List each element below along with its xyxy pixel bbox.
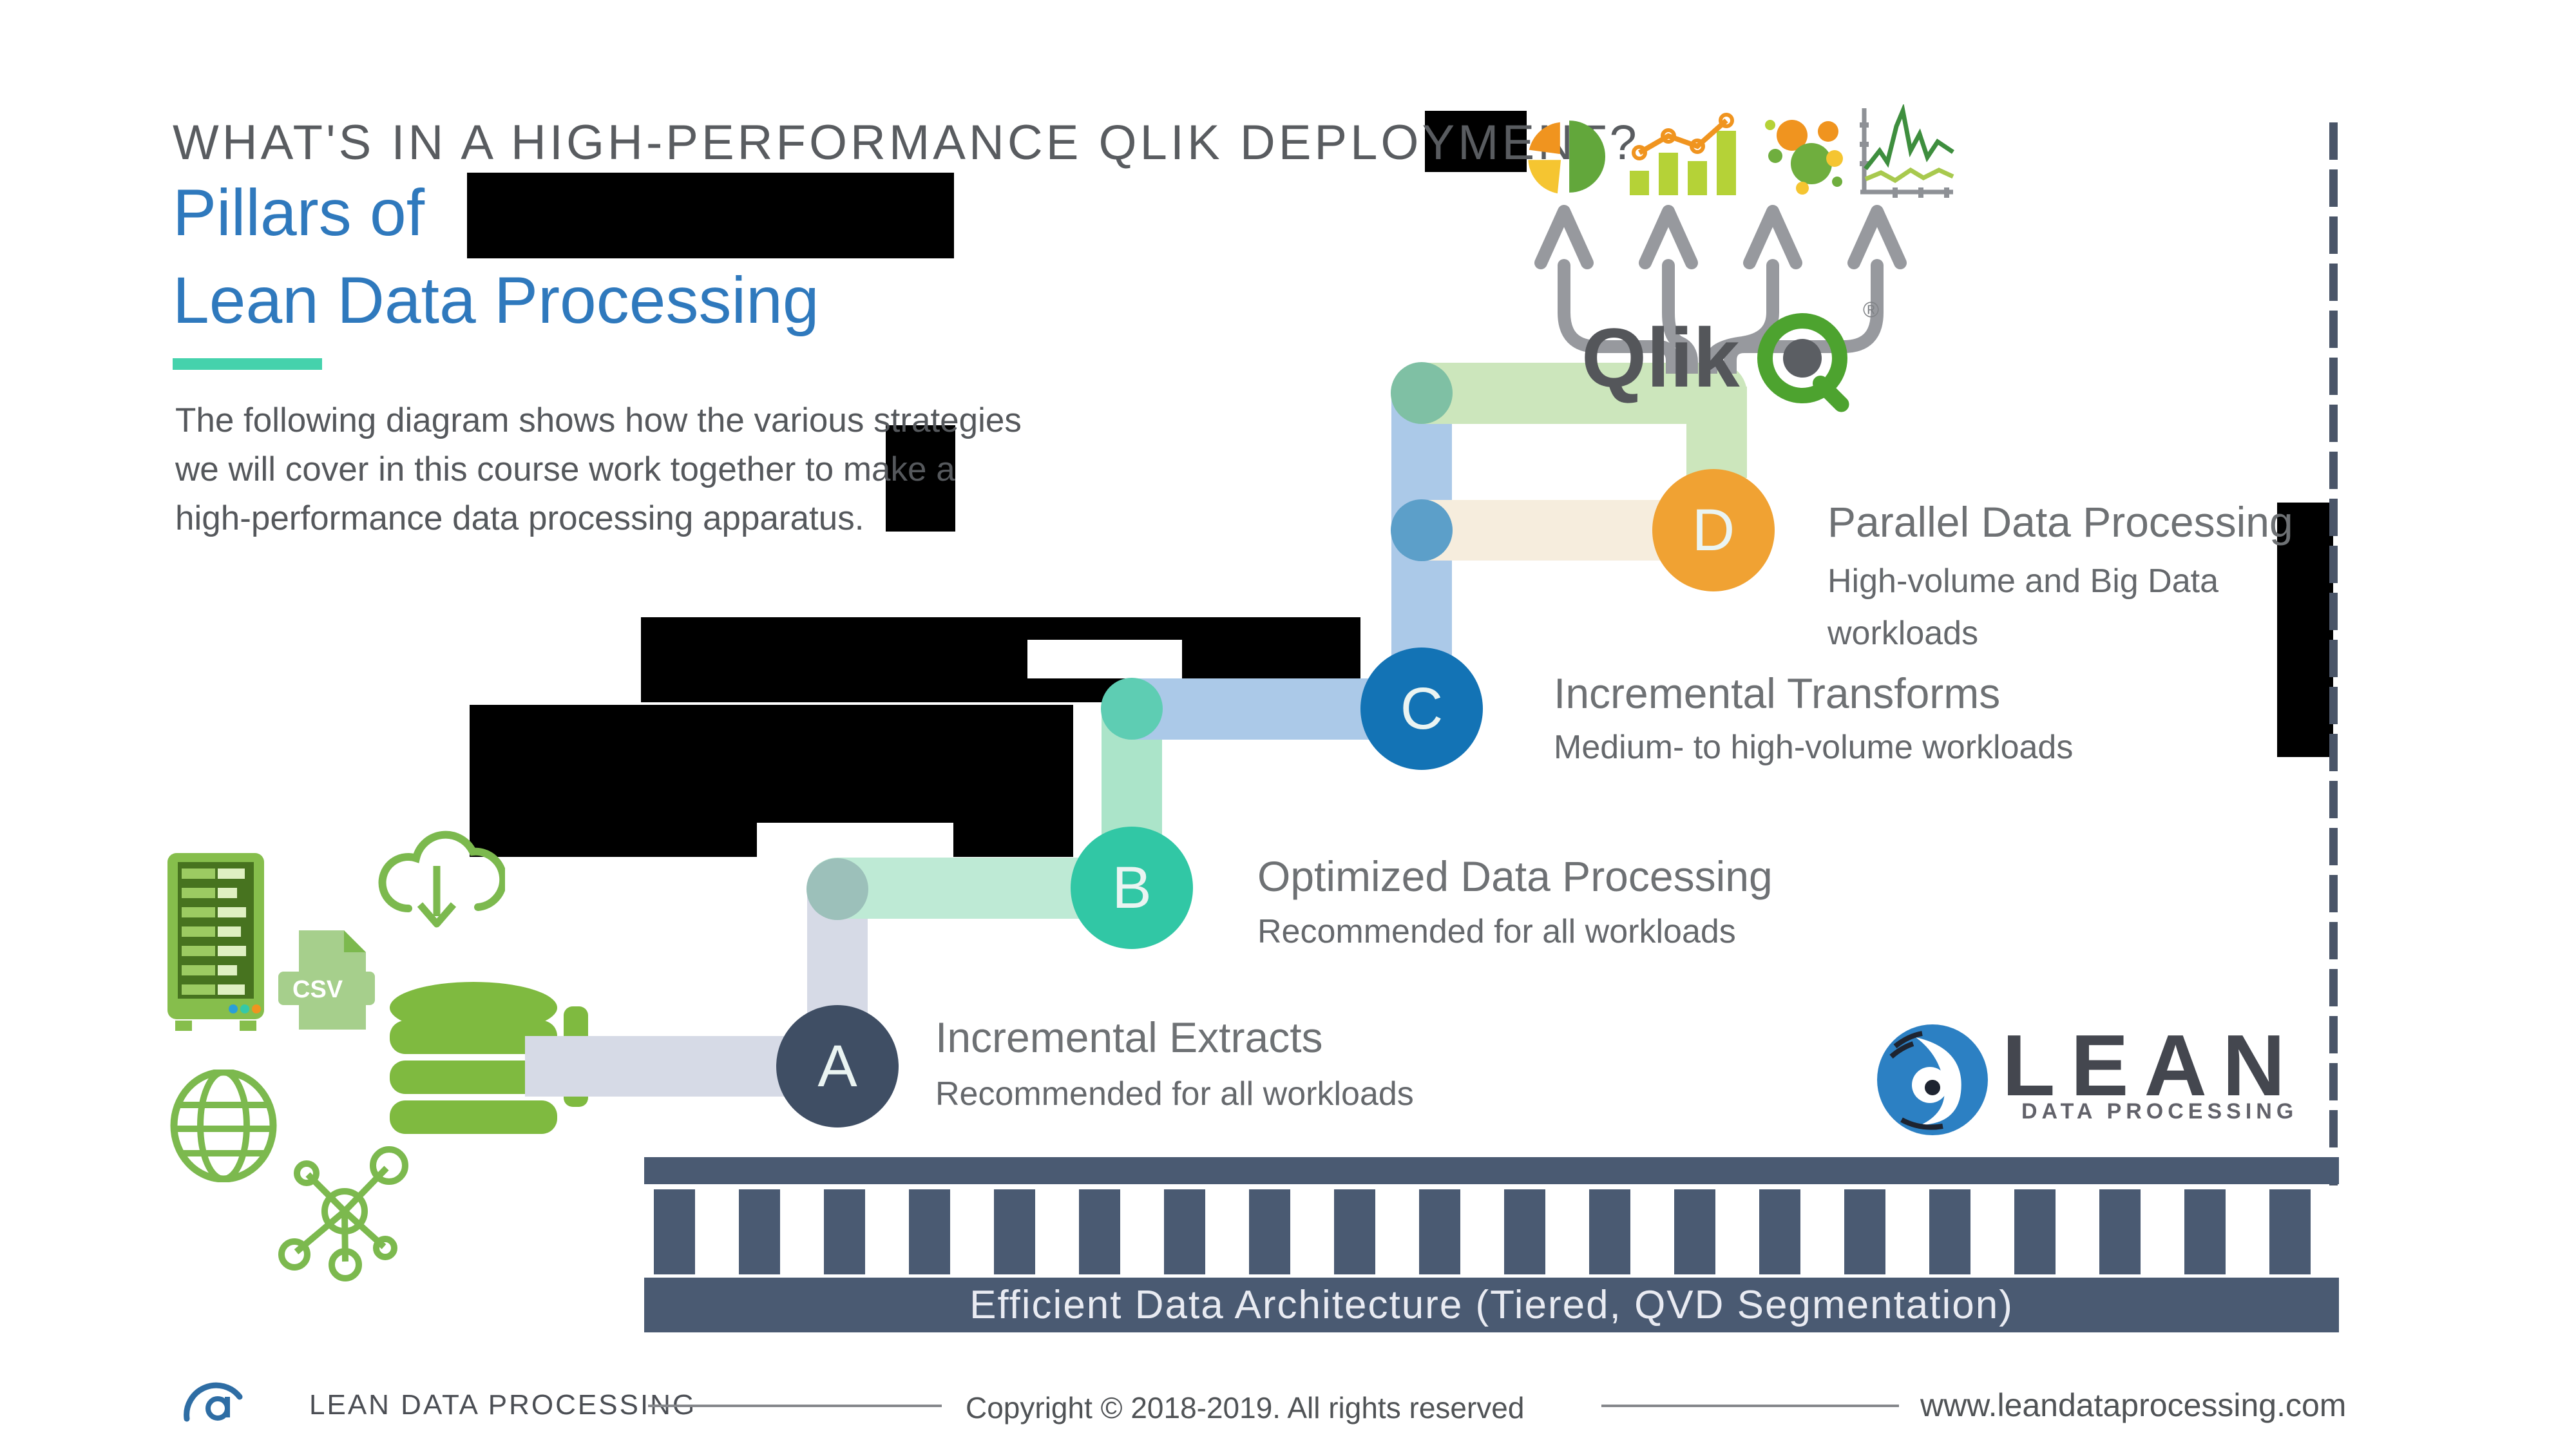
step-d-subtitle: High-volume and Big Data workloads (1827, 562, 2218, 652)
junction-dot-b (1101, 678, 1163, 740)
step-c-subtitle: Medium- to high-volume workloads (1554, 729, 2074, 766)
footer-brand-icon (184, 1382, 243, 1422)
junction-dot-a (806, 858, 868, 920)
globe-icon (170, 1070, 277, 1182)
line-chart-icon (1860, 104, 1954, 198)
footer-divider-right (1601, 1405, 1899, 1407)
node-c-letter: C (1400, 676, 1444, 742)
black-patch-paragraph-end (886, 425, 955, 532)
footer-brand: LEAN DATA PROCESSING (309, 1389, 697, 1421)
step-d-title: Parallel Data Processing (1827, 498, 2293, 546)
step-a-title: Incremental Extracts (935, 1013, 1323, 1061)
black-patch-beside-pillars (467, 173, 954, 258)
server-icon (167, 853, 264, 1031)
step-b-title: Optimized Data Processing (1257, 852, 1773, 900)
database-icon (390, 982, 588, 1134)
bar-chart-icon (1630, 113, 1736, 195)
node-a: A (776, 1005, 899, 1128)
pie-chart-icon (1528, 120, 1605, 194)
node-d: D (1652, 469, 1775, 591)
intro-paragraph-line3: high-performance data processing apparat… (175, 499, 864, 537)
cloud-download-icon (378, 830, 505, 928)
qlik-registered-mark: ® (1863, 298, 1880, 322)
csv-file-icon: CSV (278, 930, 375, 1030)
page-title-line1: Pillars of (173, 176, 425, 249)
page-kicker: WHAT'S IN A HIGH-PERFORMANCE QLIK DEPLOY… (173, 115, 1640, 170)
bubble-chart-icon (1765, 120, 1843, 195)
step-c-title: Incremental Transforms (1554, 669, 2001, 717)
pipe-green-vertical (1686, 387, 1747, 478)
black-patch-right-of-title (1425, 111, 1527, 172)
architecture-slats (654, 1189, 2329, 1274)
page-title-line2: Lean Data Processing (173, 264, 819, 337)
intro-paragraph-line1: The following diagram shows how the vari… (175, 401, 1022, 439)
footer-website: www.leandataprocessing.com (1920, 1387, 2347, 1423)
lean-logo-name: LEAN (2002, 1017, 2301, 1114)
node-c: C (1360, 648, 1483, 770)
lean-logo-subtitle: DATA PROCESSING (2021, 1099, 2298, 1124)
architecture-bar-label: Efficient Data Architecture (Tiered, QVD… (969, 1283, 2014, 1327)
lean-logo-emblem (1877, 1024, 1988, 1135)
csv-label: CSV (292, 976, 343, 1003)
right-dashed-line (2329, 122, 2338, 1185)
step-b-subtitle: Recommended for all workloads (1257, 913, 1736, 950)
node-b: B (1071, 827, 1193, 949)
white-patch-b-corner (1027, 640, 1182, 678)
footer-copyright: Copyright © 2018-2019. All rights reserv… (966, 1391, 1525, 1425)
node-d-letter: D (1692, 497, 1735, 563)
black-patch-d-label-end (2277, 503, 2333, 757)
node-a-letter: A (817, 1033, 857, 1099)
architecture-top-rail (644, 1157, 2339, 1184)
footer-divider-left (648, 1405, 942, 1407)
qlik-q-logo (1757, 313, 1849, 412)
node-b-letter: B (1112, 855, 1152, 921)
network-icon (278, 1146, 408, 1281)
junction-dot-c-mid (1391, 499, 1453, 561)
architecture-bar: Efficient Data Architecture (Tiered, QVD… (644, 1278, 2339, 1332)
step-a-subtitle: Recommended for all workloads (935, 1075, 1414, 1113)
qlik-wordmark: Qlik (1581, 311, 1740, 405)
intro-paragraph-line2: we will cover in this course work togeth… (175, 450, 955, 488)
title-underline (173, 358, 322, 370)
junction-dot-c-top (1391, 362, 1453, 424)
